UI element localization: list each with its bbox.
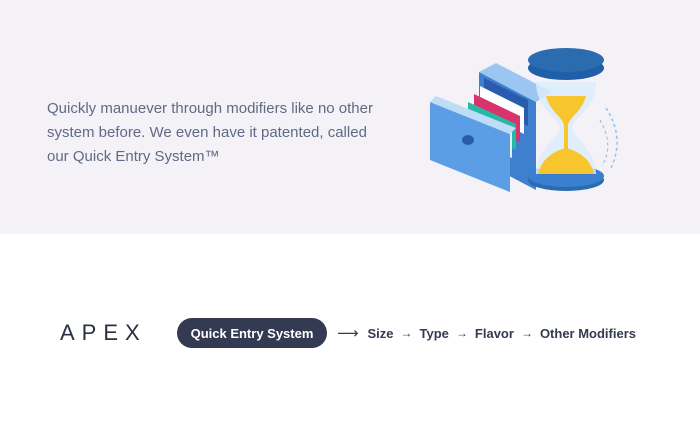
- arrow-right-icon: ⟶: [337, 325, 359, 342]
- flow-step-type: Type: [419, 325, 449, 341]
- apex-logo: APEX: [60, 320, 147, 345]
- drawer-handle-icon: [462, 135, 474, 145]
- file-drawer-hourglass-icon: [430, 48, 618, 192]
- arrow-right-icon: →: [455, 326, 468, 340]
- hourglass-sand-bottom: [538, 148, 594, 174]
- drawer-front: [430, 102, 510, 192]
- motion-line: [599, 119, 609, 167]
- flow-step-other-modifiers: Other Modifiers: [539, 325, 637, 341]
- modifier-flow: ⟶ Size → Type → Flavor → Other Modifiers: [337, 324, 636, 342]
- hero-description: Quickly manuever through modifiers like …: [47, 100, 373, 165]
- quick-entry-badge: Quick Entry System: [177, 318, 327, 348]
- arrow-right-icon: →: [400, 326, 413, 340]
- hourglass-sand-top: [546, 96, 586, 126]
- flow-step-flavor: Flavor: [474, 325, 514, 341]
- motion-line: [605, 107, 618, 171]
- arrow-right-icon: →: [520, 326, 533, 340]
- quick-entry-flow: APEX Quick Entry System ⟶ Size → Type → …: [0, 316, 700, 350]
- hourglass-cap: [528, 48, 604, 72]
- hero-section: Quickly manuever through modifiers like …: [0, 0, 700, 234]
- flow-step-size: Size: [367, 325, 394, 341]
- drawer-lip: [430, 96, 516, 134]
- hourglass-sand-stream: [564, 126, 568, 152]
- drawer-top: [479, 63, 552, 102]
